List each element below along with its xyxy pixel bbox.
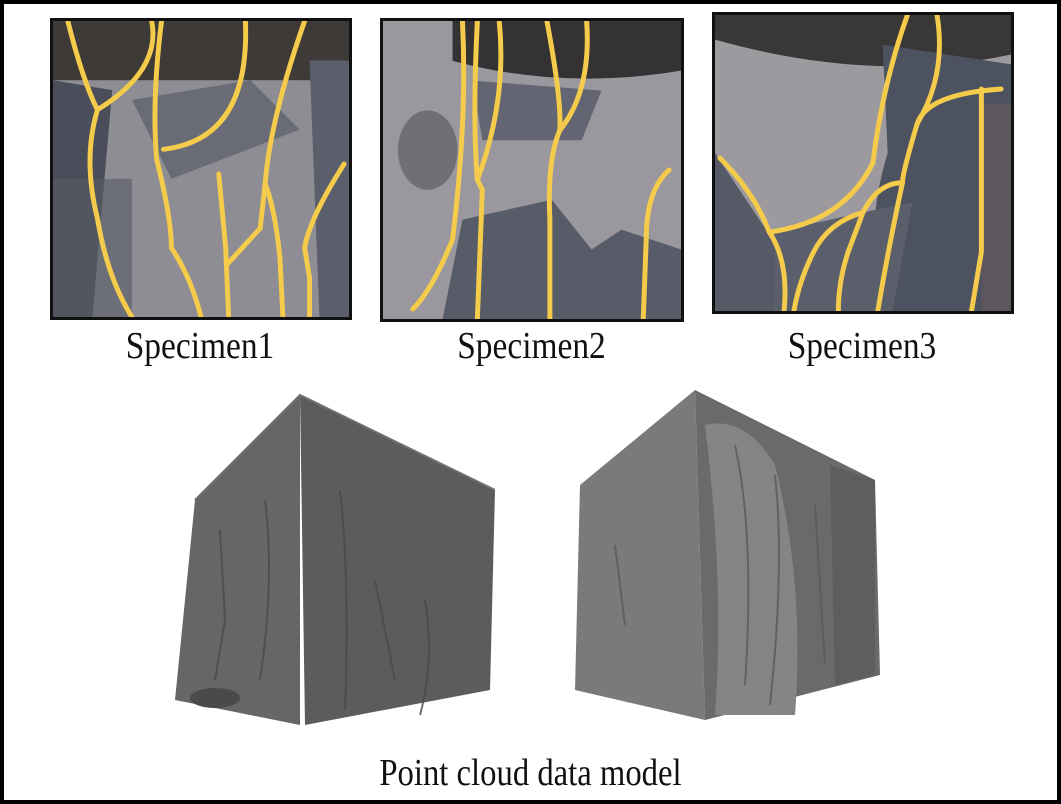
specimen3-photo: [712, 12, 1014, 314]
specimen3-label: Specimen3: [787, 325, 937, 367]
specimen2-photo: [380, 18, 684, 322]
figure-caption: Point cloud data model: [379, 752, 682, 794]
specimen1-photo: [50, 18, 352, 320]
specimen1-label: Specimen1: [125, 325, 275, 367]
specimen2-label: Specimen2: [457, 325, 606, 367]
point-cloud-model-2: [575, 385, 905, 720]
point-cloud-model-1: [165, 380, 496, 725]
